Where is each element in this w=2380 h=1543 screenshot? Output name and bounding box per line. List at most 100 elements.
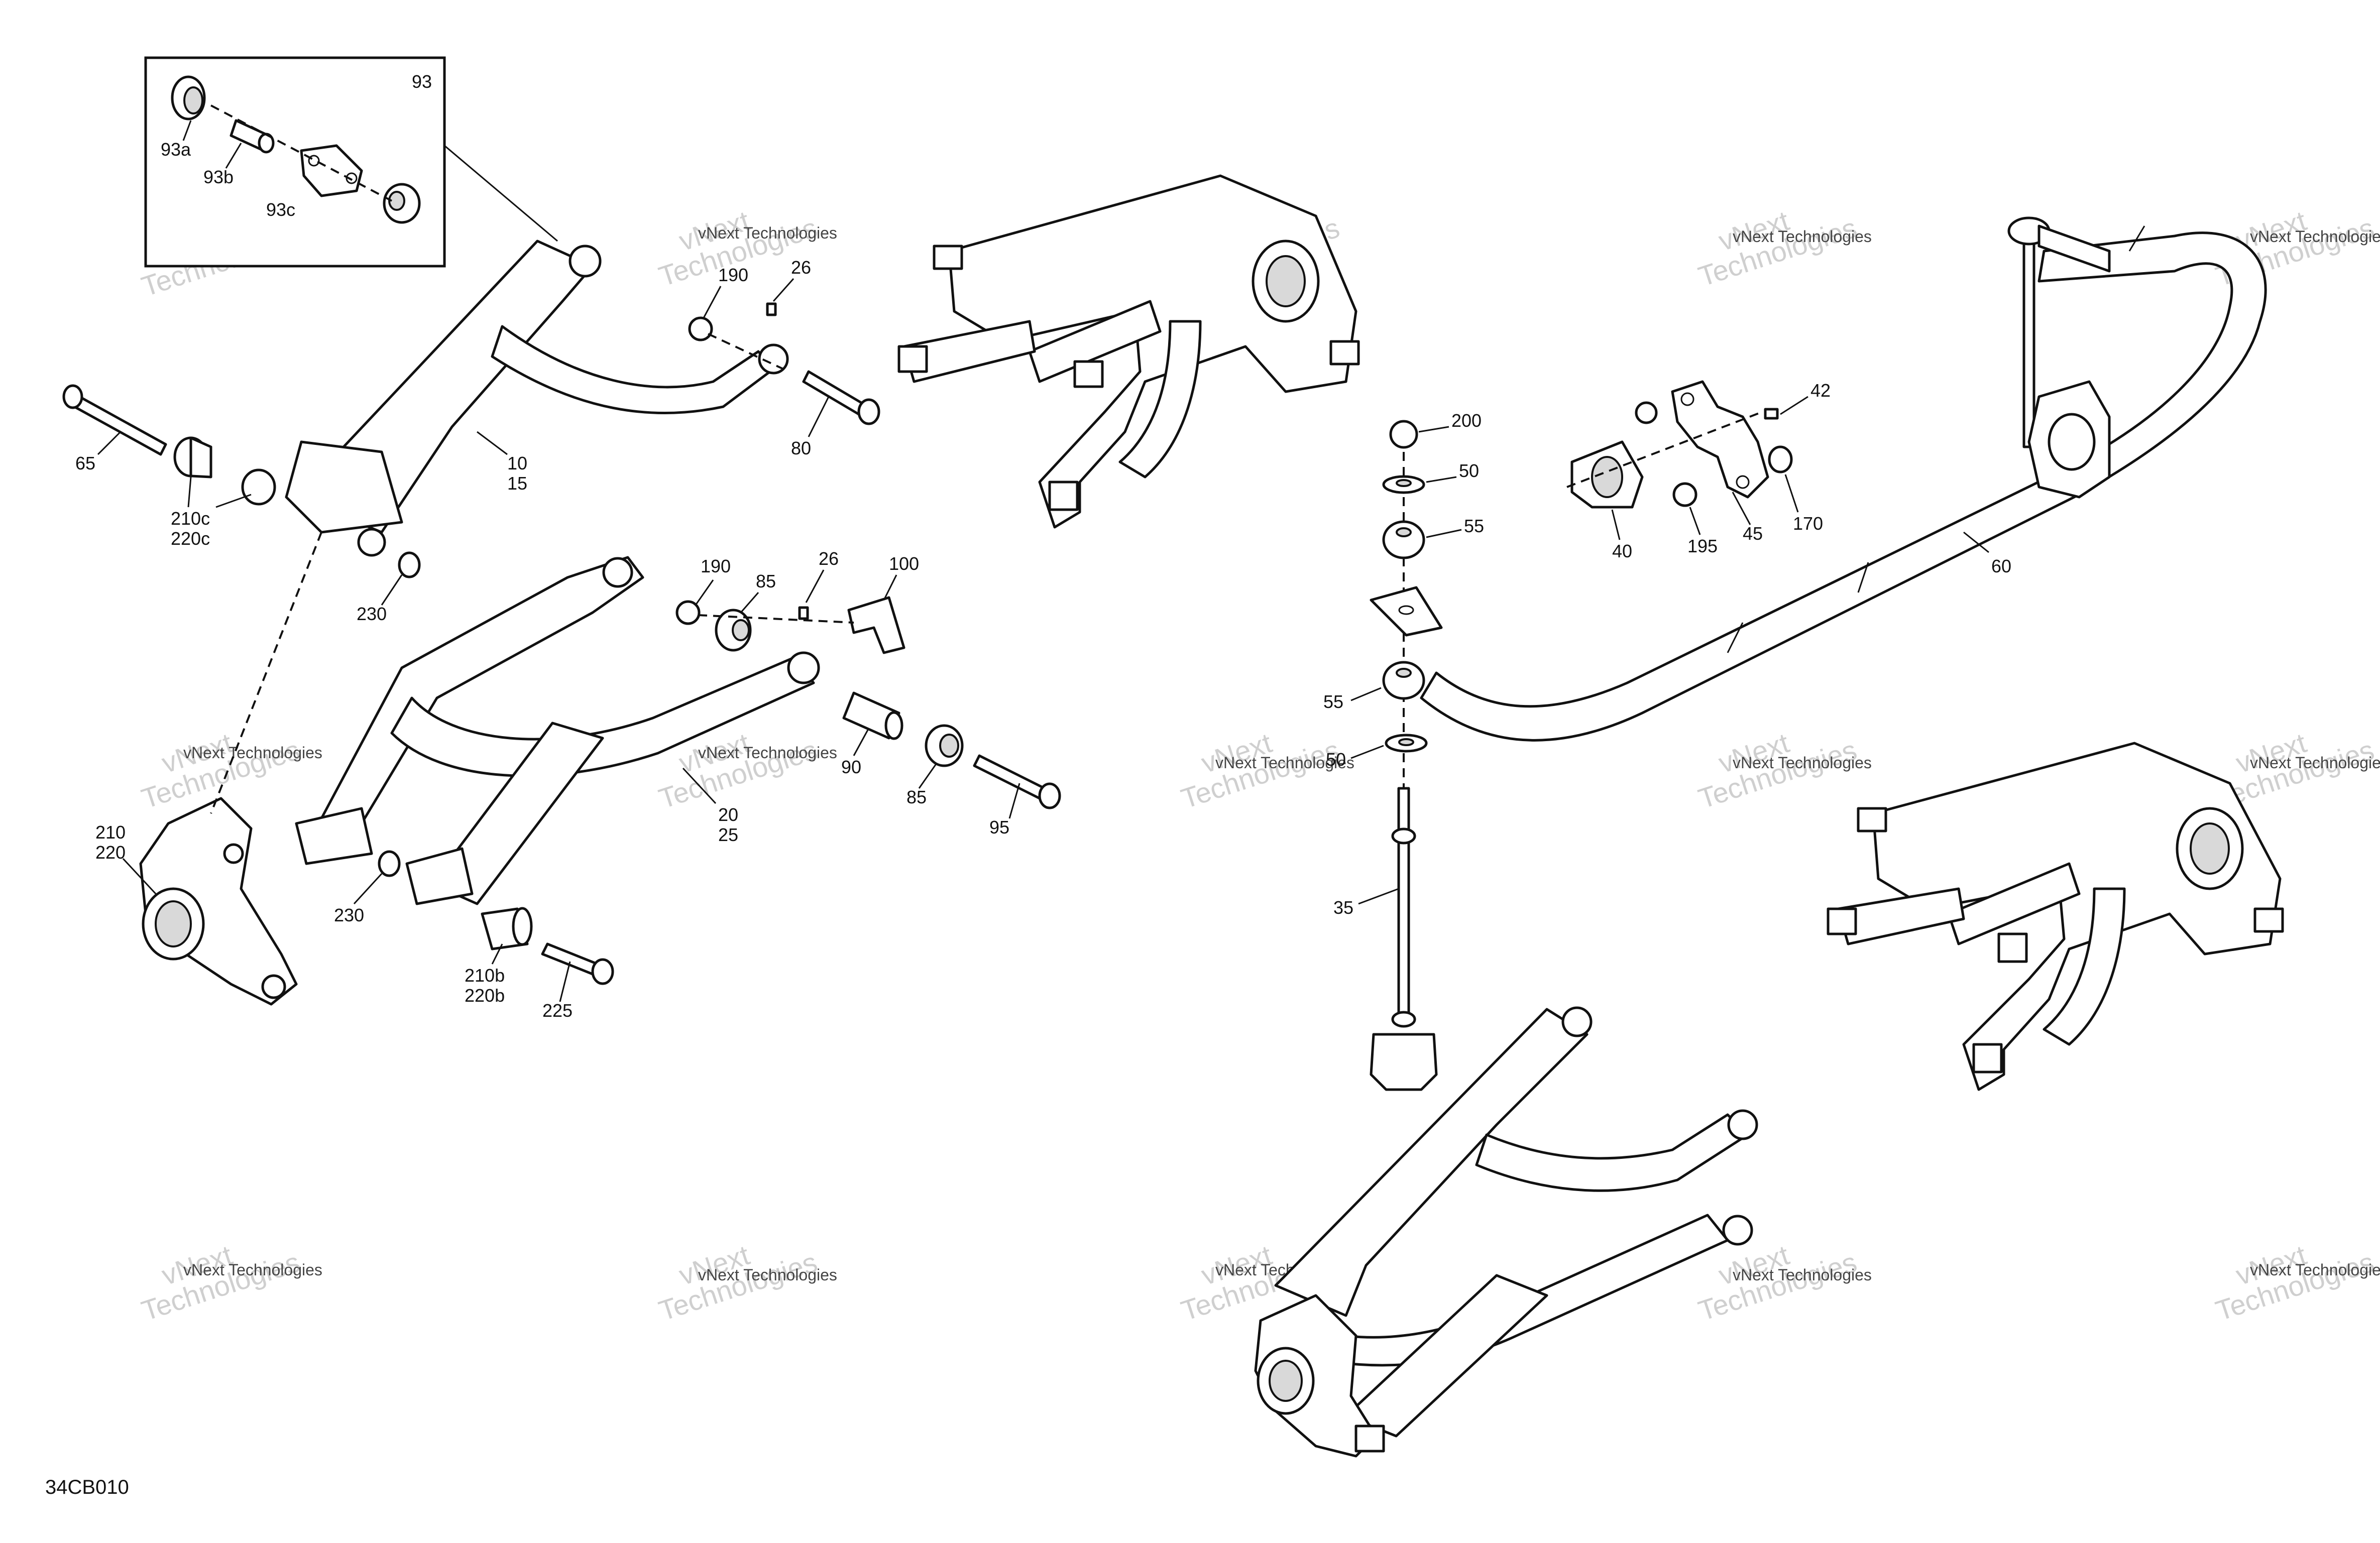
callout-230-upper: 230 (357, 604, 387, 624)
callout-93: 93 (412, 71, 432, 92)
assembly-top-center (897, 174, 1360, 529)
callout-195: 195 (1687, 536, 1718, 556)
alignment-line-knuckle (210, 532, 322, 814)
nut-190-upper (688, 316, 713, 341)
bracket-93c (300, 144, 363, 197)
watermark-small: vNext Technologies (1733, 227, 1872, 246)
inset-box-93: 93 93a 93b 93c (144, 56, 446, 268)
washer-50-lower (1385, 734, 1428, 753)
callout-85-lower: 85 (906, 787, 927, 807)
clamp-45 (1671, 380, 1769, 499)
upper-a-arm-10-15 (285, 240, 789, 557)
washer-50-upper (1382, 475, 1425, 494)
callout-15: 15 (507, 473, 527, 494)
bolt-80 (802, 370, 880, 425)
callout-55-upper: 55 (1464, 516, 1484, 536)
watermark-small: vNext Technologies (2250, 1261, 2380, 1279)
callout-220b: 220b (465, 985, 505, 1006)
zerk-26-lower (798, 606, 809, 620)
watermark-small: vNext Technologies (2250, 754, 2380, 772)
washer-195 (1672, 482, 1697, 507)
callout-210b: 210b (465, 965, 505, 986)
watermark-small: vNext Technologies (698, 744, 837, 762)
callout-50-upper: 50 (1459, 460, 1479, 481)
callout-60: 60 (1991, 556, 2011, 576)
sleeve-93b (230, 119, 275, 154)
nut-230-lower (378, 850, 401, 877)
bushing-220c (241, 468, 276, 506)
callout-40: 40 (1612, 541, 1632, 561)
nut-200 (1389, 420, 1418, 449)
callout-225: 225 (542, 1000, 573, 1021)
callout-55-lower: 55 (1323, 691, 1343, 712)
callout-190-upper: 190 (718, 265, 748, 285)
nut-230-upper (398, 551, 421, 578)
bushing-210c (173, 436, 212, 479)
callout-35: 35 (1333, 897, 1353, 918)
callout-93c: 93c (266, 199, 295, 220)
callout-93b: 93b (203, 167, 234, 187)
bushing-93-right (383, 183, 421, 224)
callout-25: 25 (718, 824, 738, 845)
bracket-100 (847, 596, 905, 654)
bushing-40 (1570, 440, 1644, 509)
callout-26-upper: 26 (791, 257, 811, 278)
link-bracket (1370, 586, 1443, 637)
end-link (2007, 216, 2111, 448)
watermark-small: vNext Technologies (2250, 227, 2380, 246)
link-rod-35 (1370, 787, 1438, 1091)
knuckle-210-220 (139, 797, 298, 1006)
callout-100: 100 (889, 553, 919, 574)
bushing-55-lower (1382, 661, 1425, 700)
callout-210: 210 (95, 822, 126, 843)
watermark-small: vNext Technologies (1733, 1266, 1872, 1284)
nut-42 (1764, 408, 1779, 420)
bolt-170 (1768, 445, 1793, 473)
inset-leader (444, 145, 558, 242)
callout-45: 45 (1743, 523, 1763, 544)
callout-80: 80 (791, 438, 811, 458)
bolt-95 (973, 754, 1061, 809)
callout-42: 42 (1810, 380, 1831, 401)
watermark-small: vNext Technologies (183, 1261, 322, 1279)
callout-230-lower: 230 (334, 905, 364, 925)
bolt-225 (541, 942, 614, 985)
callout-26-lower: 26 (819, 548, 839, 569)
watermark-small: vNext Technologies (1215, 754, 1354, 772)
callout-95: 95 (989, 817, 1009, 838)
callout-220c: 220c (171, 528, 210, 549)
diagram-code: 34CB010 (45, 1476, 129, 1498)
bushing-210b-220b (481, 907, 533, 951)
nut-195-top (1635, 401, 1658, 424)
bar-bushing-clamp (2027, 380, 2111, 499)
nut-190-lower (675, 600, 701, 625)
bolt-65 (62, 384, 167, 456)
watermark-small: vNext Technologies (698, 1266, 837, 1284)
callout-20: 20 (718, 804, 738, 825)
ball-joint (897, 245, 1360, 511)
bushing-93a (171, 75, 206, 121)
bushing-55-upper (1382, 520, 1425, 559)
watermark-small: vNext Technologies (183, 744, 322, 762)
bushing-85-upper (715, 609, 752, 652)
watermark-small: vNext Technologies (1733, 754, 1872, 772)
bushing-85-lower (925, 724, 964, 767)
callout-50-lower: 50 (1326, 749, 1346, 770)
stabilizer-bar-60 (1420, 225, 2267, 742)
callout-210c: 210c (171, 508, 210, 529)
callout-93a: 93a (161, 139, 191, 160)
zerk-26-upper (766, 302, 777, 316)
assembly-bottom-center (1254, 1006, 1758, 1458)
callout-85-upper: 85 (756, 571, 776, 591)
watermark-small: vNext Technologies (698, 224, 837, 242)
callout-220: 220 (95, 842, 126, 863)
callout-90: 90 (841, 757, 861, 777)
assembly-right (1827, 742, 2284, 1091)
callout-170: 170 (1793, 513, 1823, 534)
sleeve-90 (842, 691, 903, 740)
callout-10: 10 (507, 453, 527, 473)
callout-200: 200 (1451, 410, 1482, 431)
callout-65: 65 (75, 453, 95, 473)
callout-190-lower: 190 (701, 556, 731, 576)
